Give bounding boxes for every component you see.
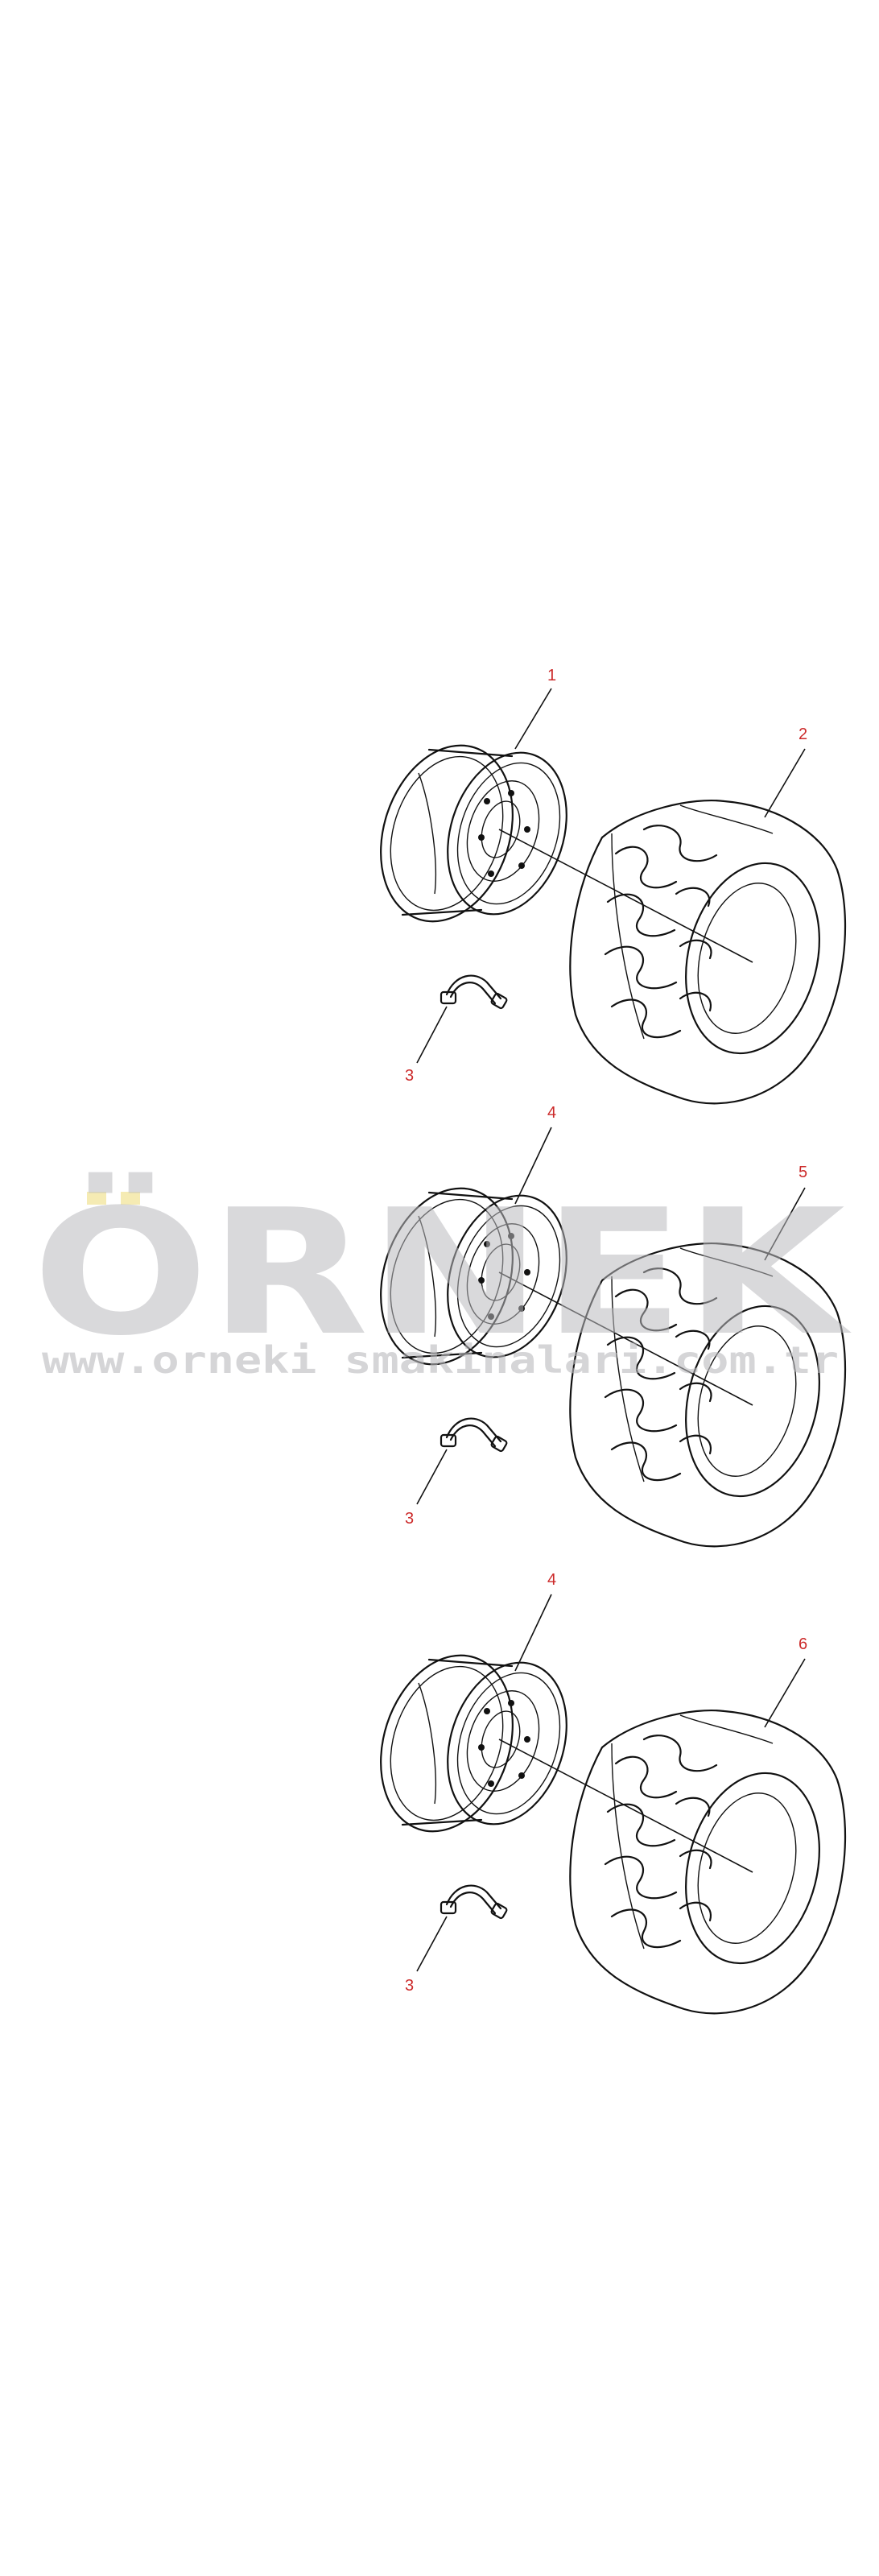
tyre-2 bbox=[569, 799, 847, 1105]
callout-valve-3a: 3 bbox=[405, 1067, 414, 1085]
wheel-assembly-2: 4 5 3 bbox=[358, 1104, 847, 1548]
wheel-assembly-1: 1 2 3 bbox=[358, 667, 847, 1105]
valve-3a bbox=[440, 974, 509, 1011]
callout-tyre-6: 6 bbox=[799, 1635, 807, 1653]
watermark-accent-right bbox=[121, 1192, 140, 1205]
watermark-accent-left bbox=[87, 1192, 106, 1205]
callout-tyre-5: 5 bbox=[799, 1164, 807, 1181]
rim-4b bbox=[358, 1637, 588, 1850]
watermark-brand: ÖRNEK bbox=[32, 1172, 852, 1374]
watermark-url: www.orneki smakinalari.com.tr bbox=[42, 1338, 839, 1382]
valve-3c bbox=[440, 1884, 509, 1921]
watermark: ÖRNEK www.orneki smakinalari.com.tr bbox=[32, 1172, 852, 1382]
valve-3b bbox=[440, 1417, 509, 1453]
callout-rim-1: 1 bbox=[547, 667, 556, 684]
wheel-assembly-3: 4 6 3 bbox=[358, 1571, 847, 2015]
tyre-6 bbox=[569, 1709, 847, 2015]
callout-rim-4a: 4 bbox=[547, 1104, 556, 1122]
callout-rim-4b: 4 bbox=[547, 1571, 556, 1589]
callout-valve-3b: 3 bbox=[405, 1510, 414, 1528]
callout-valve-3c: 3 bbox=[405, 1977, 414, 1995]
callout-tyre-2: 2 bbox=[799, 726, 807, 743]
rim-1 bbox=[358, 727, 588, 940]
